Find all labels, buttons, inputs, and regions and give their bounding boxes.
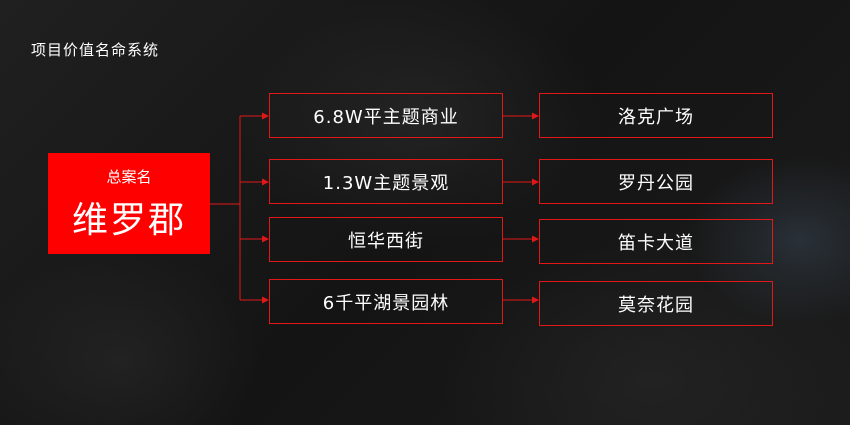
right-node-3: 笛卡大道 [539, 219, 773, 264]
right-node-4: 莫奈花园 [539, 281, 773, 326]
right-node-1: 洛克广场 [539, 93, 773, 138]
middle-node-4: 6千平湖景园林 [269, 279, 503, 324]
root-node: 总案名 维罗郡 [48, 153, 210, 254]
root-subtitle: 总案名 [106, 168, 152, 186]
right-node-2: 罗丹公园 [539, 159, 773, 204]
middle-node-1: 6.8W平主题商业 [269, 93, 503, 138]
root-title: 维罗郡 [71, 200, 186, 241]
middle-node-2: 1.3W主题景观 [269, 159, 503, 204]
page-title: 项目价值名命系统 [31, 41, 160, 59]
middle-node-3: 恒华西街 [269, 217, 503, 262]
